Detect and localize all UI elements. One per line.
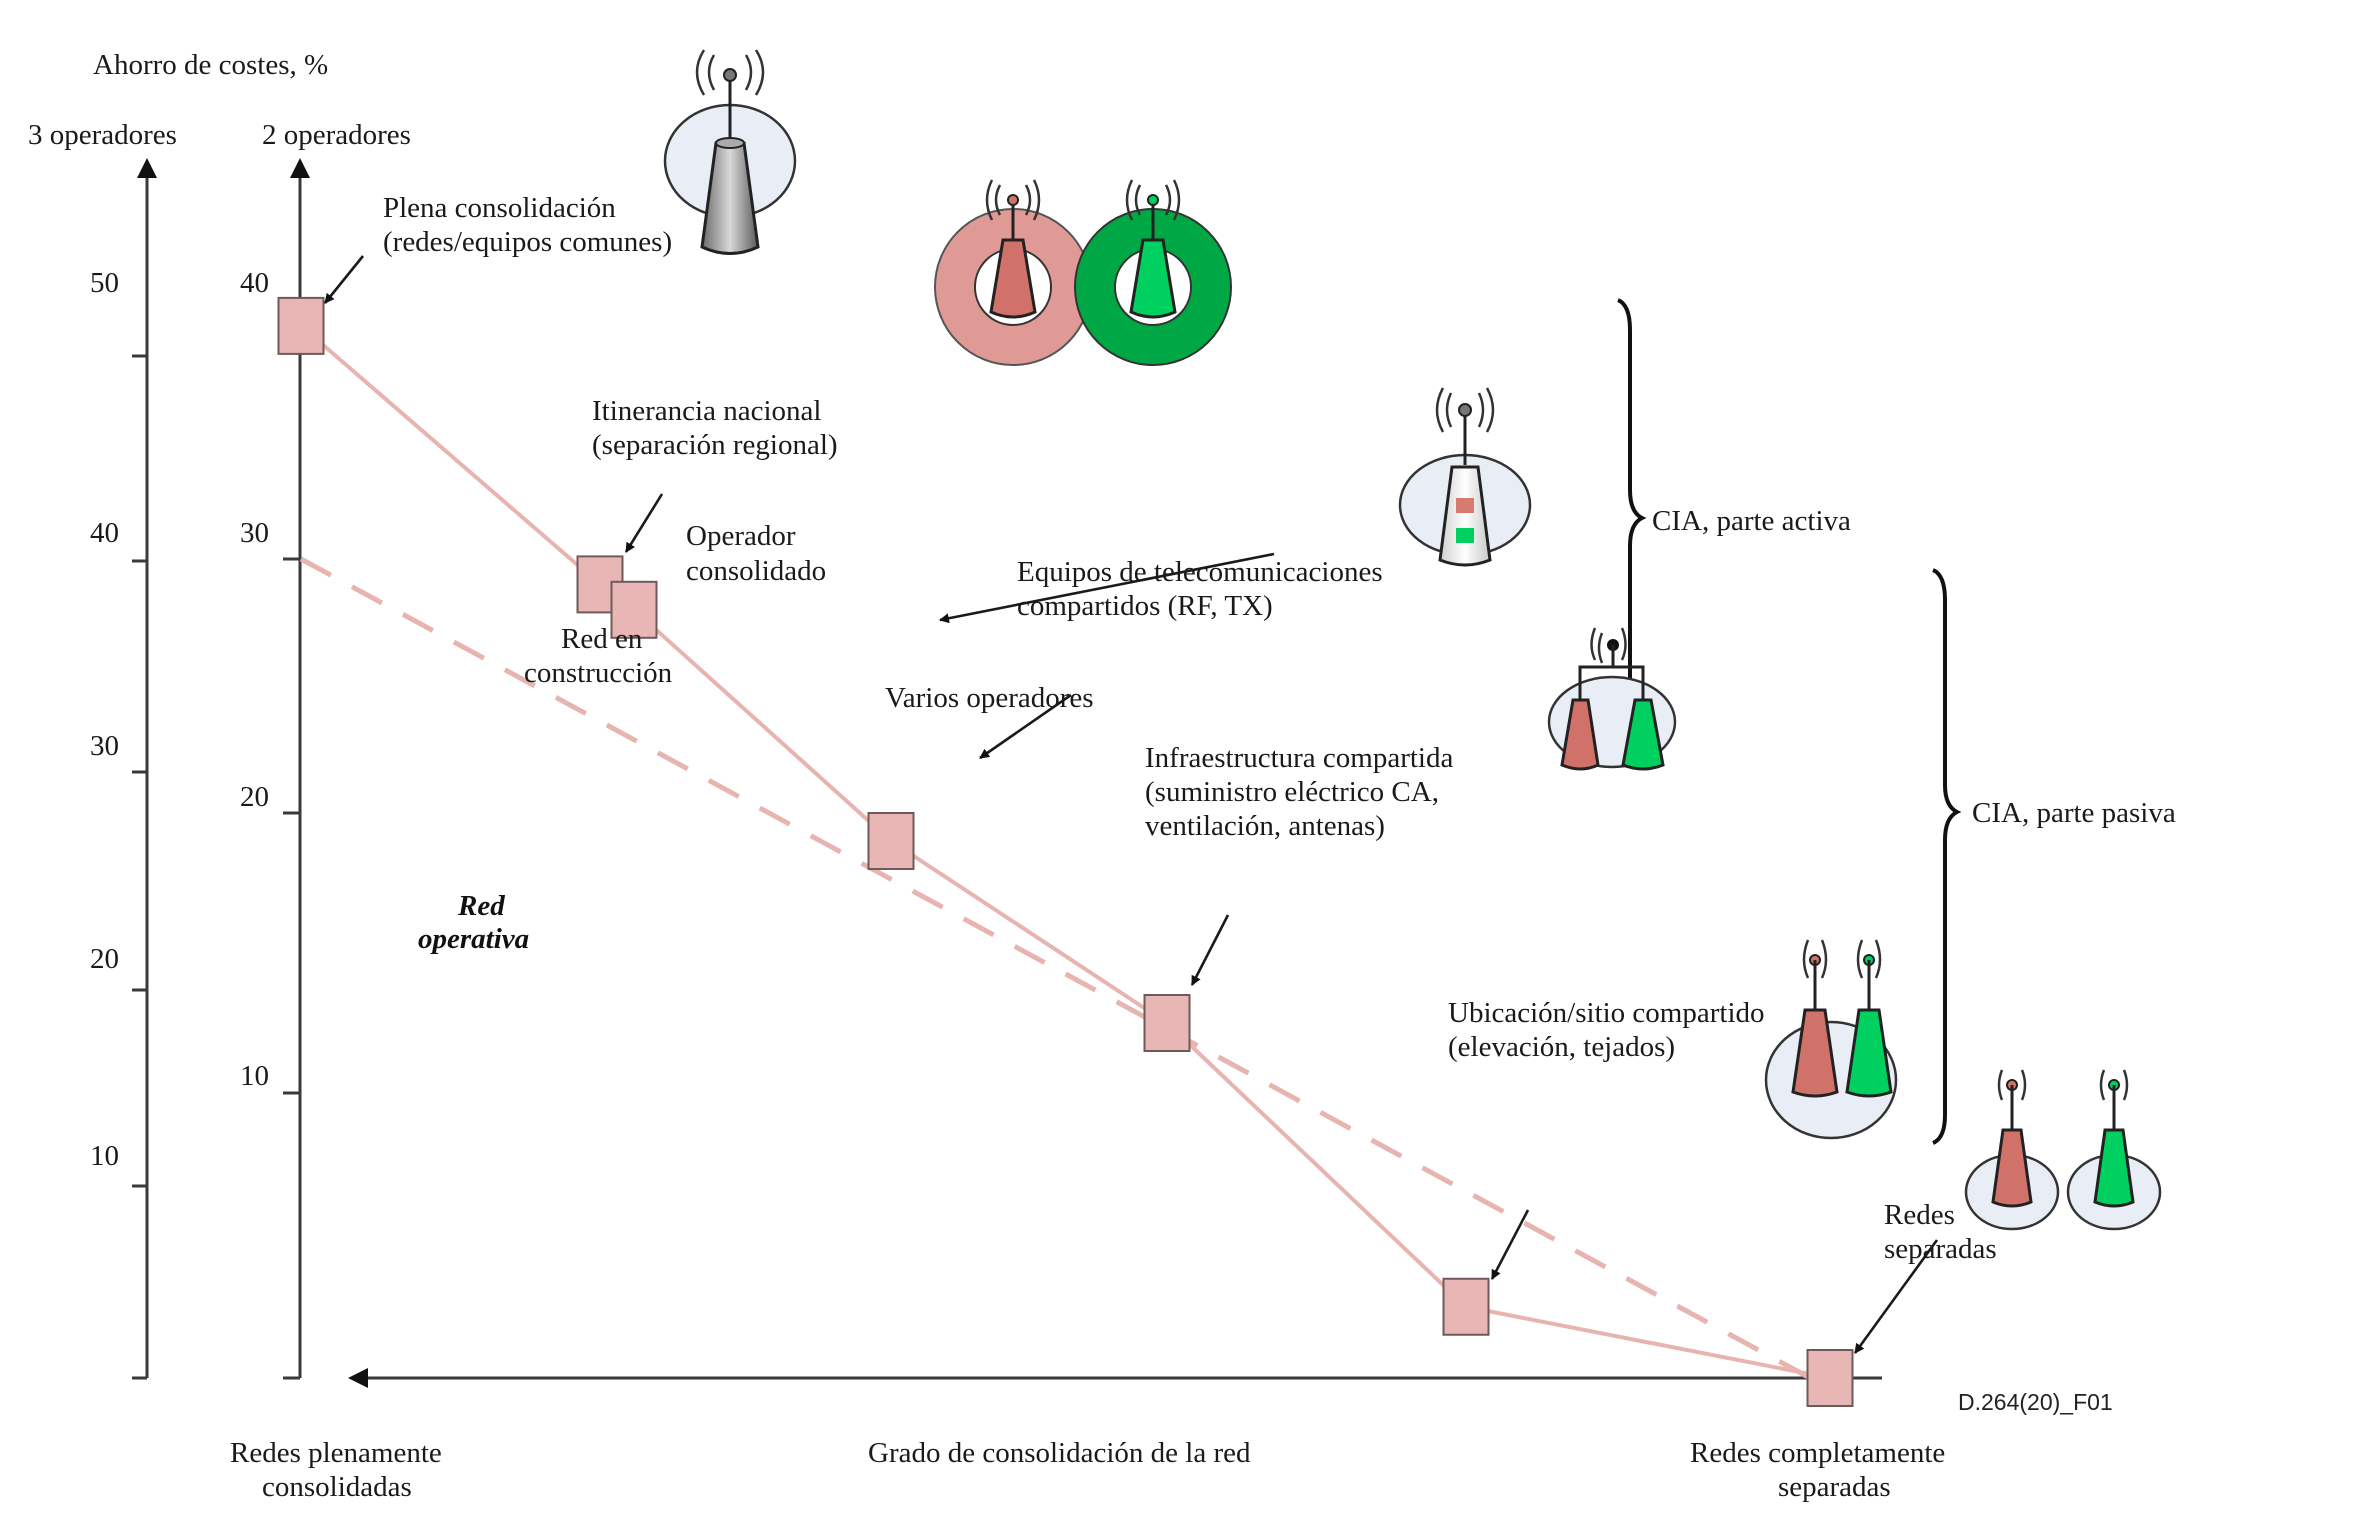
label-red-operativa-2: operativa: [418, 923, 529, 955]
shared-site-icon: [663, 49, 797, 255]
x-left-label-1: Redes plenamente: [230, 1437, 442, 1469]
separate-sites-icon: [1964, 1069, 2162, 1231]
axis3-ticks: 50 40 30 20 10: [90, 267, 147, 1188]
axis2-tick-label-40: 40: [240, 267, 269, 299]
data-point-marker-6: [1442, 1277, 1490, 1336]
axis2-tick-label-30: 30: [240, 517, 269, 549]
arrow-infraestructura: [1190, 914, 1230, 986]
axis3-tick-label-10: 10: [90, 1140, 119, 1172]
data-point-marker-5: [1143, 994, 1191, 1052]
label-cia-pasiva: CIA, parte pasiva: [1972, 797, 2176, 829]
series-layer: [299, 324, 1831, 1381]
label-red-operativa-1: Red: [457, 890, 505, 922]
chart-title: Ahorro de costes, %: [93, 49, 328, 81]
label-red-construccion-1: Red en: [561, 623, 643, 655]
x-right-label-1: Redes completamente: [1690, 1437, 1945, 1469]
y-axis-2-arrowhead: [290, 158, 310, 178]
label-ubicacion-2: (elevación, tejados): [1448, 1031, 1675, 1063]
data-point-marker-1: [277, 296, 325, 355]
data-point-marker-7: [1806, 1349, 1854, 1407]
arrow-equipos-1: [939, 552, 1275, 624]
x-axis-arrowhead: [348, 1368, 368, 1388]
separate-coverage-icon: [934, 179, 1232, 366]
axis2-ticks: 40 30 20 10: [240, 267, 300, 1095]
x-left-label-2: consolidadas: [262, 1471, 412, 1503]
arrow-redes-separadas: [1853, 1239, 1939, 1354]
arrow-plena: [323, 255, 365, 304]
axis-3-operators-label: 3 operadores: [28, 119, 177, 151]
axis3-tick-label-20: 20: [90, 943, 119, 975]
x-axis-label: Grado de consolidación de la red: [868, 1437, 1251, 1469]
shared-site-two-masts-icon: [1764, 939, 1898, 1140]
data-point-marker-3: [610, 580, 658, 639]
axis2-tick-label-20: 20: [240, 781, 269, 813]
axis2-tick-label-10: 10: [240, 1060, 269, 1092]
label-ubicacion-1: Ubicación/sitio compartido: [1448, 997, 1765, 1029]
y-axis-3-arrowhead: [137, 158, 157, 178]
shared-equipment-icon: [1398, 387, 1532, 567]
data-point-marker-4: [867, 812, 915, 870]
brace-cia-pasiva: [1932, 568, 1962, 1145]
label-infra-2: (suministro eléctrico CA,: [1145, 776, 1439, 808]
label-varios: Varios operadores: [885, 682, 1094, 714]
label-sep-1: Redes: [1884, 1199, 1955, 1231]
label-operador-2: consolidado: [686, 555, 826, 587]
figure-code: D.264(20)_F01: [1958, 1389, 2113, 1415]
label-equipos-1: Equipos de telecomunicaciones: [1017, 556, 1383, 588]
label-plena-1: Plena consolidación: [383, 192, 616, 224]
label-cia-activa: CIA, parte activa: [1652, 505, 1851, 537]
shared-infrastructure-icon: [1547, 627, 1677, 771]
label-equipos-2: compartidos (RF, TX): [1017, 590, 1273, 622]
label-sep-2: separadas: [1884, 1233, 1997, 1265]
x-right-label-2: separadas: [1778, 1471, 1891, 1503]
axis-2-operators-label: 2 operadores: [262, 119, 411, 151]
marker-layer: [277, 296, 1854, 1407]
axis3-tick-label-30: 30: [90, 730, 119, 762]
arrow-itinerancia: [624, 493, 664, 553]
series-line-solid: [299, 324, 1831, 1380]
label-itinerancia-1: Itinerancia nacional: [592, 395, 821, 427]
arrow-equipos-2: [979, 693, 1072, 760]
label-infra-1: Infraestructura compartida: [1145, 742, 1453, 774]
label-red-construccion-2: construcción: [524, 657, 673, 689]
label-itinerancia-2: (separación regional): [592, 429, 838, 461]
arrow-ubicacion: [1490, 1209, 1530, 1280]
label-plena-2: (redes/equipos comunes): [383, 226, 672, 258]
axis3-tick-label-50: 50: [90, 267, 119, 299]
label-infra-3: ventilación, antenas): [1145, 810, 1385, 842]
label-operador-1: Operador: [686, 520, 796, 552]
axis3-tick-label-40: 40: [90, 517, 119, 549]
